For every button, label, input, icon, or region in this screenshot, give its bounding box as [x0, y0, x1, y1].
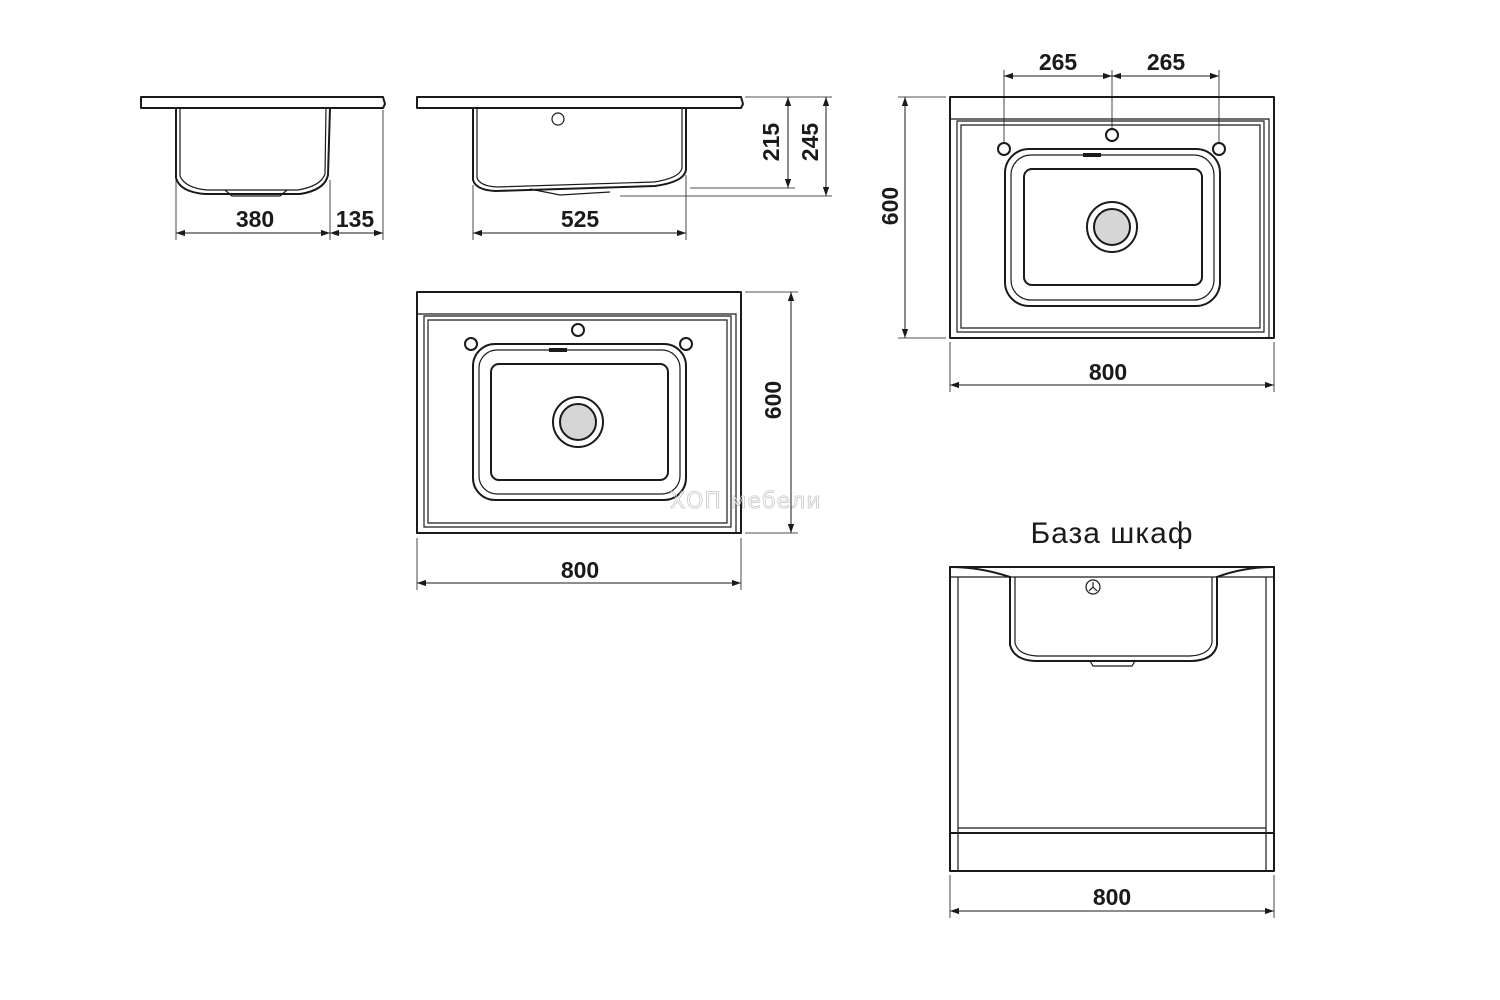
top-view-right	[949, 96, 1275, 339]
dimension-top-right-depth: 600	[877, 187, 903, 225]
watermark: ХОП мебели	[670, 489, 822, 514]
cabinet-dimensions	[949, 875, 1275, 918]
front-view-dimensions	[472, 96, 832, 240]
dimension-tap-spacing-right: 265	[1147, 49, 1186, 75]
top-view-right-dimensions	[898, 70, 1275, 392]
dimension-top-right-width: 800	[1089, 359, 1127, 385]
cabinet-view	[949, 566, 1275, 872]
dimension-height-inner: 215	[758, 123, 784, 162]
top-view-left	[416, 291, 742, 534]
front-view	[416, 96, 744, 196]
dimension-top-left-depth: 600	[760, 381, 786, 419]
side-view-dimensions	[175, 110, 384, 240]
dimension-height-outer: 245	[797, 123, 823, 162]
dimension-side-depth: 380	[236, 206, 274, 232]
cabinet-title: База шкаф	[1030, 517, 1193, 550]
dimension-front-width: 525	[561, 206, 600, 232]
top-view-left-dimensions	[416, 291, 798, 590]
dimension-top-left-width: 800	[561, 557, 599, 583]
dimension-tap-spacing-left: 265	[1039, 49, 1078, 75]
dimension-side-rim: 135	[336, 206, 375, 232]
dimension-cabinet-width: 800	[1093, 884, 1131, 910]
side-view	[140, 96, 386, 197]
